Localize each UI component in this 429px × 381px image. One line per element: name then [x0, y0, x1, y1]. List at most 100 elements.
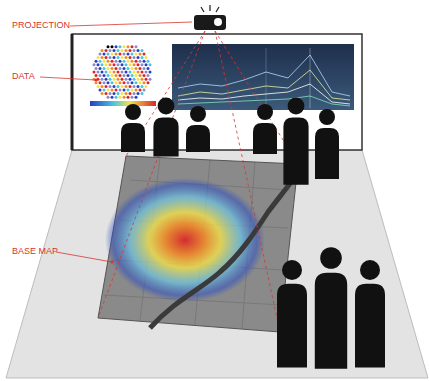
- data-dot: [117, 78, 120, 81]
- person-silhouette: [283, 98, 308, 185]
- data-dot: [147, 60, 150, 63]
- data-dot: [107, 89, 110, 92]
- data-dot: [131, 60, 134, 63]
- data-dot: [101, 71, 104, 74]
- data-dot: [133, 78, 136, 81]
- data-dot: [117, 85, 120, 88]
- dot-cloud: [93, 45, 152, 98]
- data-dot: [135, 89, 138, 92]
- data-dot: [127, 45, 130, 48]
- data-dot: [131, 89, 134, 92]
- data-dot: [99, 81, 102, 84]
- data-dot: [135, 45, 138, 48]
- data-dot: [117, 49, 120, 52]
- data-dot: [121, 49, 124, 52]
- data-dot: [133, 49, 136, 52]
- data-dot: [127, 53, 130, 56]
- base-map: [98, 156, 298, 332]
- data-dot: [139, 60, 142, 63]
- data-dot: [129, 63, 132, 66]
- data-dot: [143, 53, 146, 56]
- data-dot: [103, 81, 106, 84]
- data-dot: [107, 96, 110, 99]
- chart-panel: [172, 44, 354, 110]
- data-dot: [117, 92, 120, 95]
- data-dot: [107, 53, 110, 56]
- data-dot: [145, 78, 148, 81]
- data-dot: [115, 74, 118, 77]
- data-dot: [149, 78, 152, 81]
- data-dot: [117, 63, 120, 66]
- data-dot: [121, 92, 124, 95]
- person-head: [125, 104, 141, 120]
- data-dot: [119, 45, 122, 48]
- data-dot: [115, 45, 118, 48]
- data-dot: [145, 56, 148, 59]
- data-dot: [105, 56, 108, 59]
- data-dot: [139, 67, 142, 70]
- data-dot: [143, 67, 146, 70]
- data-dot: [137, 71, 140, 74]
- data-dot: [97, 85, 100, 88]
- data-dot: [115, 81, 118, 84]
- data-dot: [143, 60, 146, 63]
- data-dot: [125, 56, 128, 59]
- data-dot: [131, 96, 134, 99]
- data-dot: [115, 53, 118, 56]
- data-dot: [119, 89, 122, 92]
- data-dot: [135, 74, 138, 77]
- data-dot: [147, 81, 150, 84]
- data-dot: [129, 78, 132, 81]
- data-dot: [95, 74, 98, 77]
- data-dot: [119, 60, 122, 63]
- data-dot: [137, 56, 140, 59]
- data-dot: [101, 85, 104, 88]
- data-dot: [137, 85, 140, 88]
- data-dot: [115, 96, 118, 99]
- data-dot: [135, 96, 138, 99]
- data-dot: [107, 81, 110, 84]
- data-dot: [107, 74, 110, 77]
- data-dot: [119, 53, 122, 56]
- projector-glow: [201, 5, 219, 12]
- data-dot: [133, 85, 136, 88]
- data-dot: [115, 60, 118, 63]
- data-dot: [95, 81, 98, 84]
- data-dot: [119, 74, 122, 77]
- data-dot: [99, 53, 102, 56]
- color-bar: [90, 101, 156, 106]
- person-body: [253, 123, 277, 154]
- data-dot: [123, 89, 126, 92]
- data-dot: [129, 49, 132, 52]
- data-dot: [127, 74, 130, 77]
- data-dot: [101, 49, 104, 52]
- data-dot: [97, 56, 100, 59]
- data-dot: [103, 53, 106, 56]
- data-dot: [143, 89, 146, 92]
- data-dot: [113, 85, 116, 88]
- data-dot: [137, 49, 140, 52]
- person-silhouette: [355, 260, 385, 368]
- data-dot: [127, 60, 130, 63]
- person-body: [121, 123, 145, 152]
- data-dot: [109, 85, 112, 88]
- data-dot: [107, 60, 110, 63]
- person-body: [283, 118, 308, 185]
- leader-lines: [40, 22, 192, 262]
- projector: [194, 15, 226, 30]
- leader-dot: [111, 261, 114, 264]
- person-silhouette: [121, 104, 145, 152]
- data-dot: [109, 78, 112, 81]
- data-dot: [133, 71, 136, 74]
- floor: [6, 150, 428, 378]
- data-dot: [141, 71, 144, 74]
- data-dot: [115, 67, 118, 70]
- person-silhouette: [186, 106, 210, 152]
- person-silhouette: [277, 260, 307, 368]
- callout-label: PROJECTION: [12, 21, 70, 30]
- callout-label: DATA: [12, 72, 35, 81]
- wall-edge: [71, 34, 74, 150]
- data-dot: [149, 63, 152, 66]
- data-dot: [105, 85, 108, 88]
